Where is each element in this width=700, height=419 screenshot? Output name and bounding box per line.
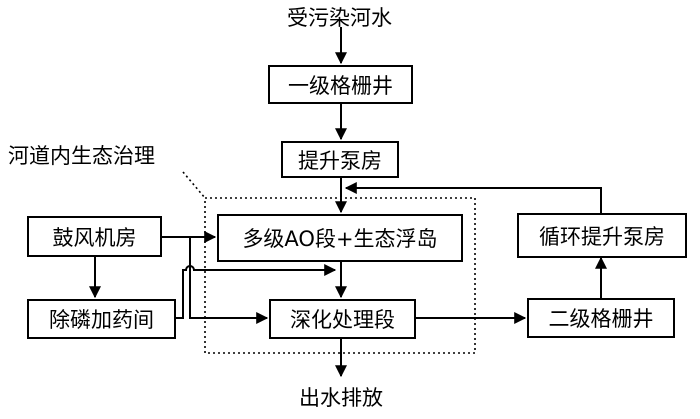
- eco-treatment-leader-line: [182, 171, 206, 199]
- effluent-label: 出水排放: [299, 386, 383, 410]
- arrow-dosing-to-advanced: [176, 264, 337, 319]
- secondary-grating-well-box: 二级格栅井: [527, 298, 675, 338]
- inflow-label: 受污染河水: [287, 6, 392, 30]
- multi-stage-ao-box: 多级AO段+生态浮岛: [217, 214, 463, 262]
- blower-room-box: 鼓风机房: [27, 216, 162, 257]
- arrow-blower-to-advanced: [189, 237, 269, 324]
- lift-pump-house-box: 提升泵房: [281, 141, 399, 178]
- primary-grating-well-box: 一级格栅井: [268, 65, 413, 104]
- advanced-treatment-box: 深化处理段: [269, 299, 416, 339]
- phosphorus-dosing-box: 除磷加药间: [27, 299, 176, 339]
- eco-treatment-annotation: 河道内生态治理: [8, 144, 155, 168]
- circulation-pump-house-box: 循环提升泵房: [517, 213, 687, 258]
- arrow-circulation-return: [344, 182, 602, 213]
